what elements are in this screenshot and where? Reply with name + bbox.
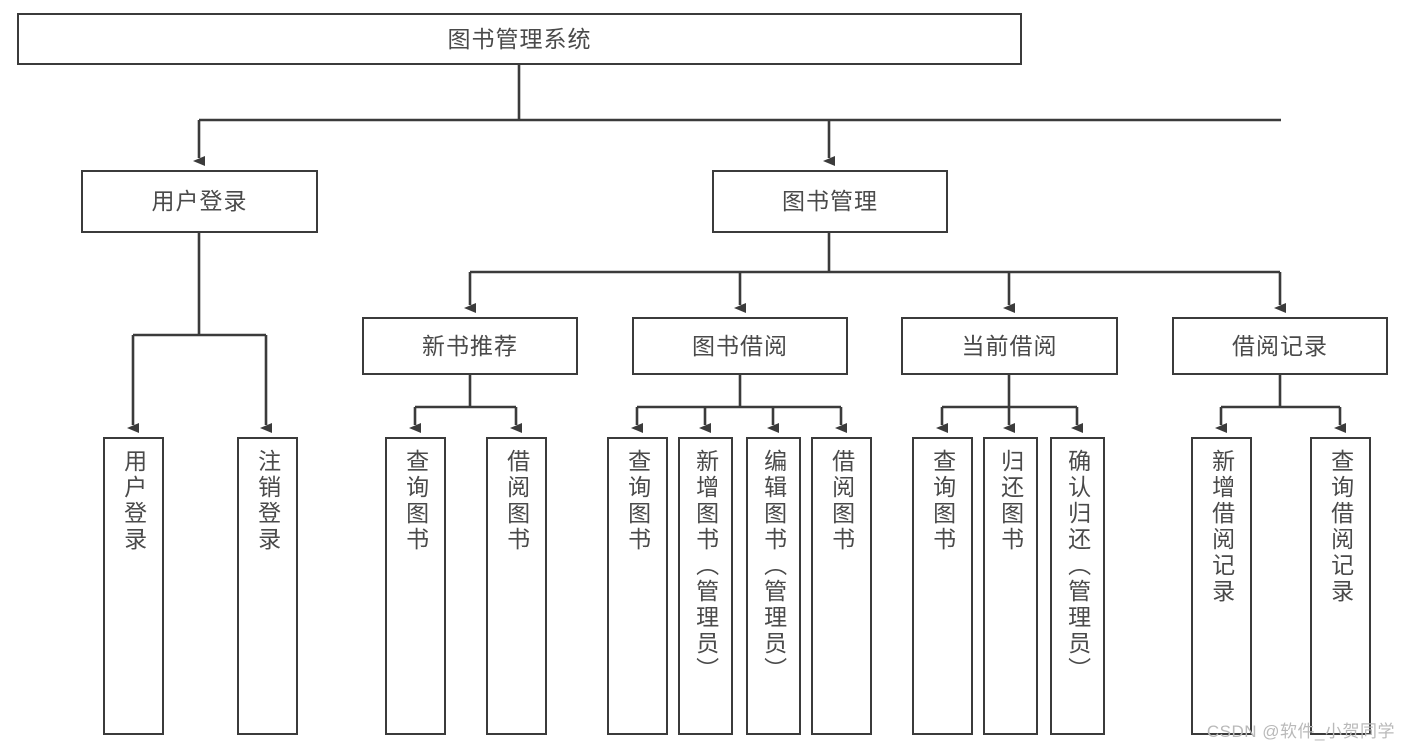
leaf-add-book-admin-label: 新增图书（管理员） [692,449,719,683]
node-book-borrow[interactable]: 图书借阅 [632,317,848,375]
leaf-query-book-current-label: 查询图书 [929,449,956,553]
node-user-login-label: 用户登录 [151,188,248,215]
node-current-borrow[interactable]: 当前借阅 [901,317,1118,375]
node-new-book-recommend[interactable]: 新书推荐 [362,317,578,375]
leaf-logout[interactable]: 注销登录 [237,437,298,735]
node-root[interactable]: 图书管理系统 [17,13,1022,65]
leaf-query-book-current[interactable]: 查询图书 [912,437,973,735]
leaf-query-book-recommend[interactable]: 查询图书 [385,437,446,735]
node-borrow-records-label: 借阅记录 [1232,332,1328,359]
leaf-user-login-label: 用户登录 [120,449,147,553]
leaf-logout-label: 注销登录 [254,449,281,553]
leaf-edit-book-admin-label: 编辑图书（管理员） [760,449,787,683]
leaf-add-borrow-record-label: 新增借阅记录 [1208,449,1235,605]
leaf-return-book[interactable]: 归还图书 [983,437,1038,735]
leaf-confirm-return-admin[interactable]: 确认归还（管理员） [1050,437,1105,735]
leaf-query-book-recommend-label: 查询图书 [402,449,429,553]
node-book-borrow-label: 图书借阅 [692,332,788,359]
leaf-edit-book-admin[interactable]: 编辑图书（管理员） [746,437,801,735]
node-root-label: 图书管理系统 [447,25,592,52]
leaf-user-login[interactable]: 用户登录 [103,437,164,735]
leaf-return-book-label: 归还图书 [997,449,1024,553]
node-borrow-records[interactable]: 借阅记录 [1172,317,1388,375]
leaf-borrow-book-recommend[interactable]: 借阅图书 [486,437,547,735]
leaf-add-book-admin[interactable]: 新增图书（管理员） [678,437,733,735]
node-new-book-recommend-label: 新书推荐 [422,332,518,359]
leaf-borrow-book[interactable]: 借阅图书 [811,437,872,735]
leaf-query-borrow-record[interactable]: 查询借阅记录 [1310,437,1371,735]
node-current-borrow-label: 当前借阅 [961,332,1058,359]
leaf-query-borrow-record-label: 查询借阅记录 [1327,449,1354,605]
leaf-borrow-book-recommend-label: 借阅图书 [503,449,530,553]
csdn-watermark: CSDN @软件_小贺同学 [1206,722,1395,741]
node-book-management-label: 图书管理 [782,188,878,215]
leaf-confirm-return-admin-label: 确认归还（管理员） [1064,449,1091,683]
leaf-borrow-book-label: 借阅图书 [828,449,855,553]
leaf-query-book-borrow[interactable]: 查询图书 [607,437,668,735]
leaf-query-book-borrow-label: 查询图书 [624,449,651,553]
leaf-add-borrow-record[interactable]: 新增借阅记录 [1191,437,1252,735]
node-user-login[interactable]: 用户登录 [81,170,318,233]
node-book-management[interactable]: 图书管理 [712,170,948,233]
